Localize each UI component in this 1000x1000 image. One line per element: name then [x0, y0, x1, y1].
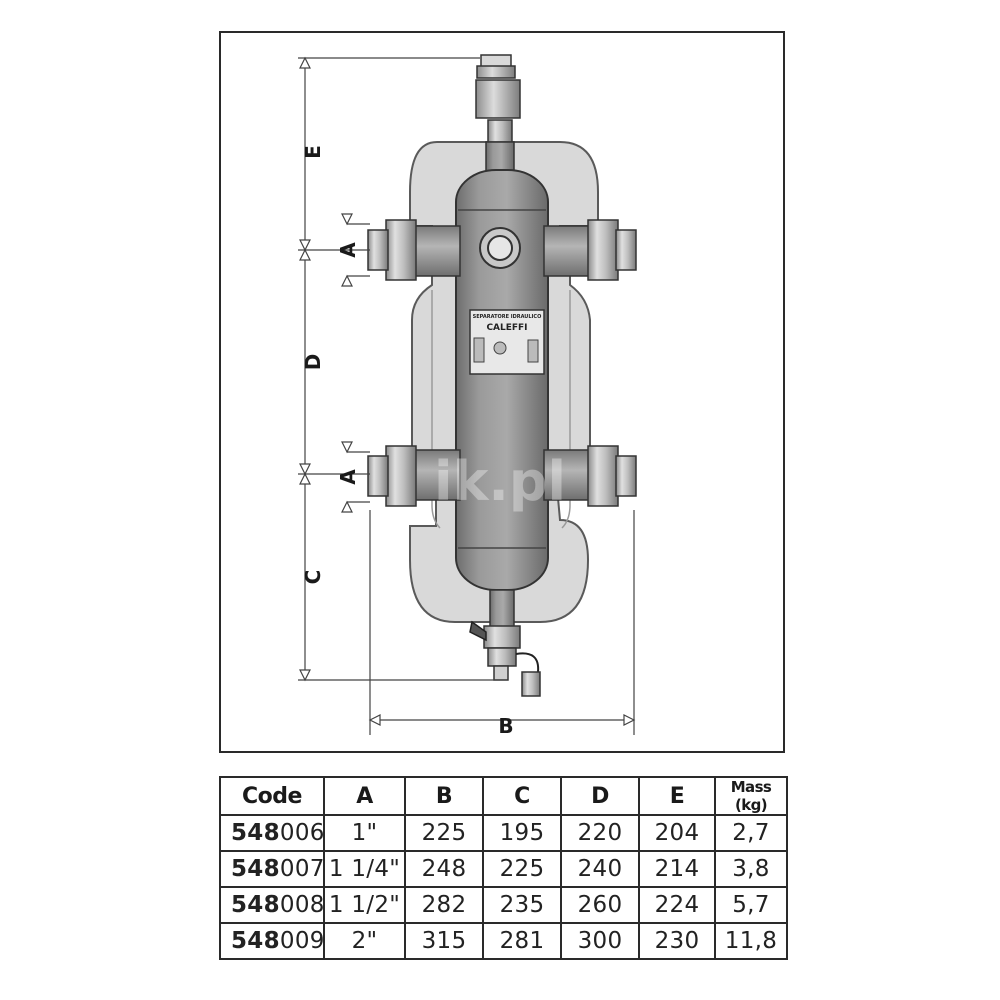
table-header-row: Code A B C D E Mass (kg) — [219, 776, 788, 816]
dimensions-table: Code A B C D E Mass (kg) 548006 1" 225 1… — [219, 776, 788, 960]
cell-mass: 11,8 — [714, 922, 788, 960]
cell-d: 220 — [560, 814, 640, 852]
vent-knurl — [476, 65, 516, 79]
dimension-label-e: E — [301, 145, 325, 159]
cell-e: 204 — [638, 814, 716, 852]
dimension-label-c: C — [301, 570, 325, 585]
union-nut-lower-left — [367, 445, 417, 507]
header-a: A — [323, 776, 406, 816]
cell-b: 315 — [404, 922, 484, 960]
cell-e: 214 — [638, 850, 716, 888]
code-cell: 548009 — [219, 922, 325, 960]
drain-lever — [469, 620, 487, 642]
table-row: 548009 2" 315 281 300 230 11,8 — [219, 922, 788, 960]
vent-nut — [487, 119, 513, 143]
code-prefix: 548 — [231, 856, 280, 882]
code-prefix: 548 — [231, 928, 280, 954]
table-row: 548006 1" 225 195 220 204 2,7 — [219, 814, 788, 852]
cell-mass: 5,7 — [714, 886, 788, 924]
cell-b: 225 — [404, 814, 484, 852]
header-b: B — [404, 776, 484, 816]
code-prefix: 548 — [231, 892, 280, 918]
watermark: ik.pl — [434, 450, 566, 513]
table-row: 548007 1 1/4" 248 225 240 214 3,8 — [219, 850, 788, 888]
union-nut-lower-right — [587, 445, 637, 507]
union-nut-upper-right — [587, 219, 637, 281]
header-code: Code — [219, 776, 325, 816]
header-d: D — [560, 776, 640, 816]
insulation-inner-right — [561, 290, 571, 529]
cell-d: 260 — [560, 886, 640, 924]
cell-b: 282 — [404, 886, 484, 924]
table-row: 548008 1 1/2" 282 235 260 224 5,7 — [219, 886, 788, 924]
cell-mass: 3,8 — [714, 850, 788, 888]
nameplate-title: SEPARATORE IDRAULICO — [473, 314, 542, 320]
dimension-label-d: D — [301, 354, 325, 371]
header-e: E — [638, 776, 716, 816]
union-nut-upper-left — [367, 219, 417, 281]
cell-b: 248 — [404, 850, 484, 888]
cell-e: 224 — [638, 886, 716, 924]
cell-c: 281 — [482, 922, 562, 960]
code-suffix: 007 — [279, 856, 325, 882]
insulation-inner-left — [431, 290, 441, 529]
code-cell: 548008 — [219, 886, 325, 924]
code-suffix: 009 — [279, 928, 325, 954]
code-prefix: 548 — [231, 820, 280, 846]
cell-a: 1 1/2" — [323, 886, 406, 924]
drain-neck — [489, 589, 515, 629]
header-c: C — [482, 776, 562, 816]
dimension-label-a-lower: A — [336, 469, 360, 485]
code-cell: 548006 — [219, 814, 325, 852]
code-suffix: 008 — [279, 892, 325, 918]
code-cell: 548007 — [219, 850, 325, 888]
code-suffix: 006 — [279, 820, 325, 846]
header-mass: Mass (kg) — [714, 776, 788, 816]
cell-mass: 2,7 — [714, 814, 788, 852]
drain-cap — [521, 671, 541, 697]
cell-a: 1" — [323, 814, 406, 852]
dimension-label-a-upper: A — [336, 242, 360, 258]
cell-a: 2" — [323, 922, 406, 960]
dimension-label-b: B — [498, 714, 513, 738]
drain-nozzle — [487, 647, 517, 667]
cell-d: 240 — [560, 850, 640, 888]
vent-body — [475, 79, 521, 119]
cell-c: 225 — [482, 850, 562, 888]
cell-d: 300 — [560, 922, 640, 960]
nameplate-brand: CALEFFI — [486, 323, 527, 333]
cell-a: 1 1/4" — [323, 850, 406, 888]
cell-c: 195 — [482, 814, 562, 852]
cell-c: 235 — [482, 886, 562, 924]
drain-valve-body — [483, 625, 521, 649]
cell-e: 230 — [638, 922, 716, 960]
